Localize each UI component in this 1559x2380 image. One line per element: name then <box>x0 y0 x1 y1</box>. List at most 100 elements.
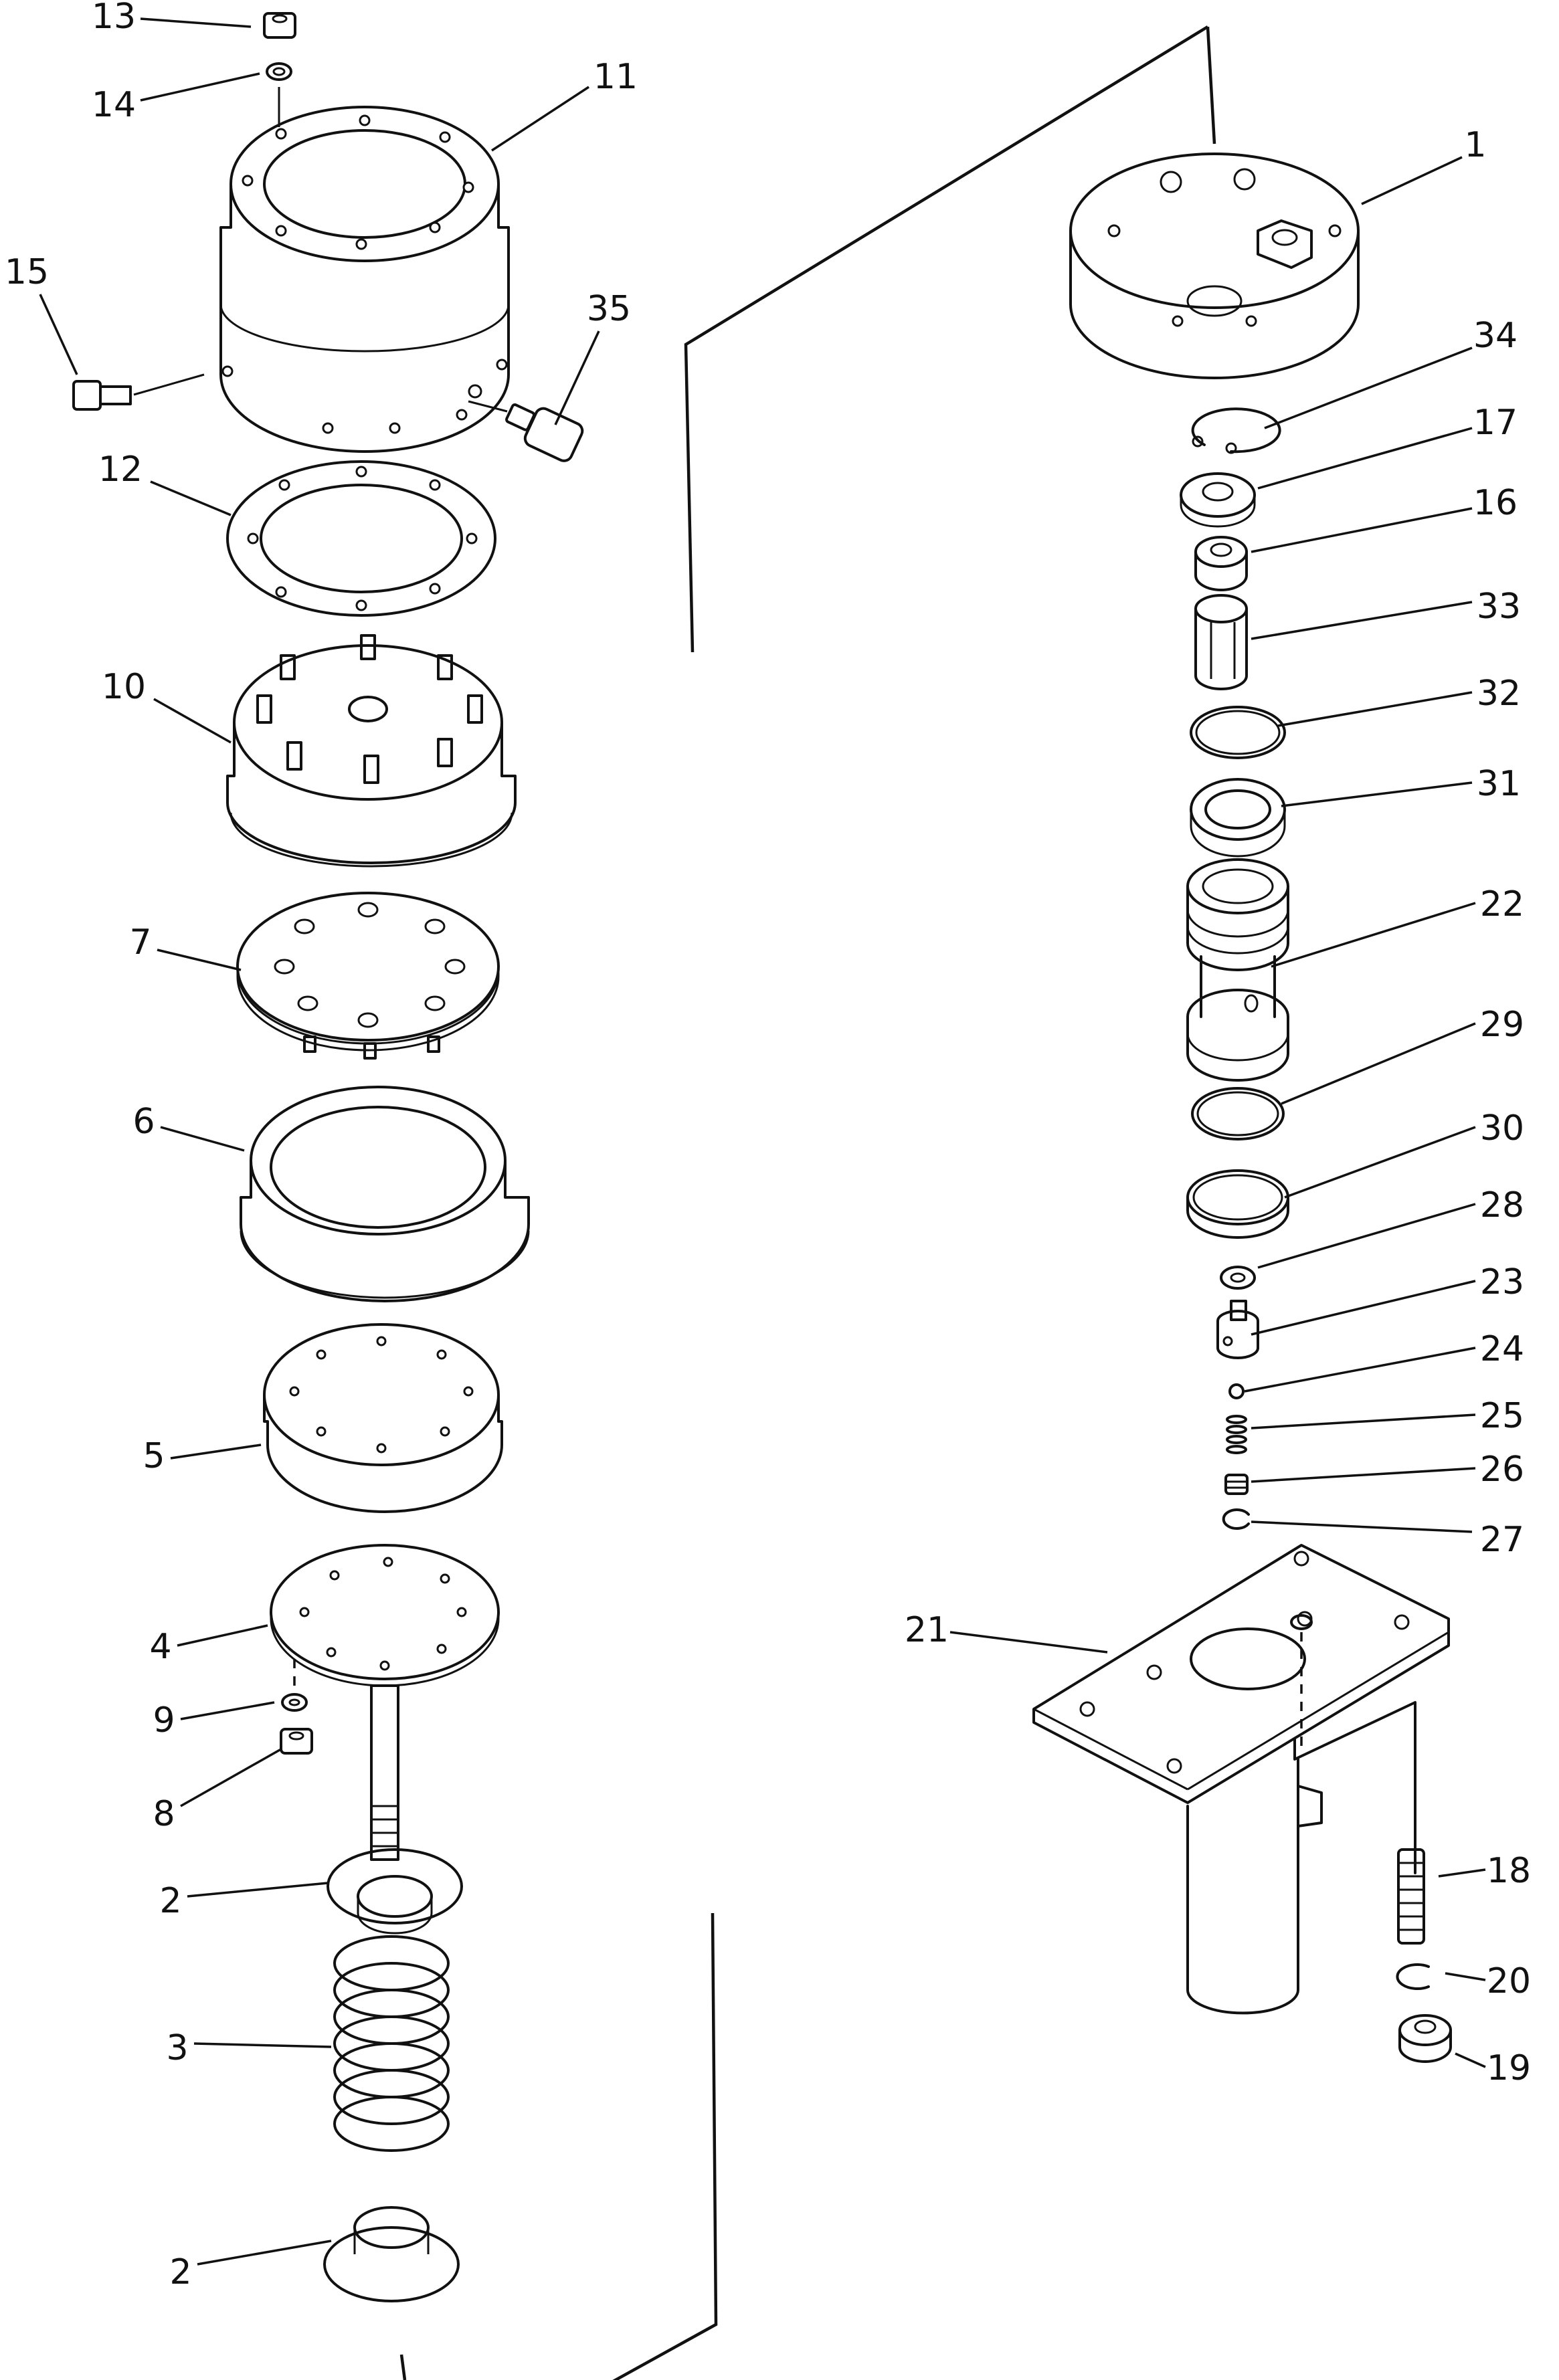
part-1-cover <box>1069 153 1360 379</box>
callout-number-c23: 23 <box>1480 1262 1524 1302</box>
leader-line-c34 <box>1264 346 1473 429</box>
leader-line-c18 <box>1438 1868 1486 1878</box>
part-27-retaining-ring <box>1222 1508 1250 1530</box>
part-25-spring <box>1226 1415 1247 1454</box>
part-21-body <box>1032 1544 1450 2015</box>
part-26-plug <box>1224 1474 1249 1495</box>
callout-number-c3: 3 <box>166 2028 188 2068</box>
callout-number-c10: 10 <box>102 667 146 707</box>
part-20-washer <box>1396 1963 1430 1990</box>
part-28-washer <box>1220 1266 1256 1290</box>
callout-number-c1: 1 <box>1464 125 1486 165</box>
leader-line-c7 <box>157 949 242 971</box>
leader-line-c4 <box>177 1624 268 1647</box>
leader-line-c22 <box>1271 902 1476 968</box>
callout-number-c18: 18 <box>1487 1851 1531 1891</box>
leader-line-c14 <box>140 72 260 102</box>
callout-number-c35: 35 <box>587 289 631 329</box>
part-7-plate <box>236 892 500 1060</box>
callout-number-c24: 24 <box>1480 1329 1524 1369</box>
leader-line-c8 <box>180 1748 282 1807</box>
part-31-backup-ring <box>1190 778 1286 858</box>
callout-labels: 1314111535121076549823213417163332312229… <box>5 0 1531 2292</box>
part-11-housing <box>219 106 510 453</box>
part-4-rod-plate <box>270 1544 500 1861</box>
part-16-bushing <box>1194 536 1248 591</box>
callout-number-c5: 5 <box>143 1436 165 1476</box>
part-22-spool <box>1186 858 1289 1082</box>
part-3-spring <box>333 1935 450 2152</box>
callout-number-c7: 7 <box>129 922 151 963</box>
callout-number-c30: 30 <box>1480 1108 1524 1149</box>
part-13-nut <box>263 12 296 39</box>
part-33-sleeve <box>1194 594 1248 690</box>
leader-line-c6 <box>160 1126 245 1152</box>
callout-number-c20: 20 <box>1487 1961 1531 2001</box>
leader-line-c31 <box>1281 781 1473 807</box>
leader-line-c9 <box>180 1701 275 1720</box>
callout-number-c21: 21 <box>905 1610 949 1650</box>
callout-number-c14: 14 <box>92 85 136 125</box>
leader-line-c11 <box>491 86 589 152</box>
leader-line-c3 <box>193 2042 332 2048</box>
leader-line-c2b <box>197 2240 332 2266</box>
leader-line-c27 <box>1251 1520 1473 1533</box>
callout-number-c16: 16 <box>1473 483 1518 523</box>
part-10-cylinder <box>226 634 517 868</box>
leader-line-c2a <box>187 1882 329 1898</box>
assembly-guide-lines <box>399 25 1216 2380</box>
part-29-o-ring <box>1191 1087 1285 1141</box>
leader-line-c13 <box>140 17 252 28</box>
callout-number-c8: 8 <box>153 1794 175 1834</box>
part-23-plug <box>1216 1300 1259 1359</box>
leader-line-c12 <box>150 480 232 516</box>
part-2-seat-lower <box>323 2206 460 2302</box>
part-8-nut <box>280 1728 313 1755</box>
leader-line-c20 <box>1445 1972 1486 1981</box>
leader-line-c17 <box>1257 427 1473 490</box>
part-32-o-ring <box>1190 706 1286 759</box>
callout-number-c34: 34 <box>1473 316 1518 356</box>
callout-number-c22: 22 <box>1480 884 1524 924</box>
callout-number-c27: 27 <box>1480 1520 1524 1560</box>
leader-line-c25 <box>1251 1413 1476 1429</box>
part-17-ring <box>1180 472 1256 528</box>
callout-number-c19: 19 <box>1487 2048 1531 2088</box>
leader-line-c5 <box>170 1444 262 1460</box>
part-2-seat-upper <box>327 1848 463 1935</box>
leader-line-c28 <box>1257 1203 1476 1269</box>
leader-line-c23 <box>1251 1280 1476 1336</box>
callout-number-c26: 26 <box>1480 1450 1524 1490</box>
callout-number-c4: 4 <box>149 1627 171 1667</box>
callout-number-c9: 9 <box>153 1700 175 1741</box>
part-9-washer <box>281 1693 308 1712</box>
callout-number-c33: 33 <box>1477 587 1521 627</box>
leader-line-c33 <box>1251 601 1473 640</box>
leader-line-c21 <box>949 1631 1108 1654</box>
callout-number-c12: 12 <box>98 450 143 490</box>
leader-line-c1 <box>1361 156 1463 205</box>
callout-number-c13: 13 <box>92 0 136 37</box>
part-5-piston <box>263 1323 503 1513</box>
leader-line-c29 <box>1281 1022 1476 1105</box>
leader-line-c24 <box>1244 1347 1476 1393</box>
part-6-ring-housing <box>240 1086 530 1302</box>
callout-number-c2a: 2 <box>159 1881 181 1921</box>
part-30-ring <box>1186 1169 1289 1239</box>
part-14-washer <box>266 62 292 127</box>
callout-number-c28: 28 <box>1480 1185 1524 1225</box>
callout-number-c6: 6 <box>132 1102 155 1142</box>
part-34-snap-ring <box>1191 407 1281 454</box>
part-15-bolt <box>72 373 205 411</box>
leader-line-c30 <box>1284 1126 1476 1199</box>
leader-line-c32 <box>1277 691 1473 727</box>
part-24-ball <box>1228 1383 1245 1399</box>
callout-number-c15: 15 <box>5 252 49 292</box>
leader-line-c19 <box>1455 2052 1486 2068</box>
callout-number-c11: 11 <box>593 57 638 97</box>
leader-line-c26 <box>1251 1467 1476 1483</box>
part-12-gasket <box>226 460 496 617</box>
callout-number-c17: 17 <box>1473 403 1518 443</box>
leader-line-c16 <box>1251 507 1473 553</box>
